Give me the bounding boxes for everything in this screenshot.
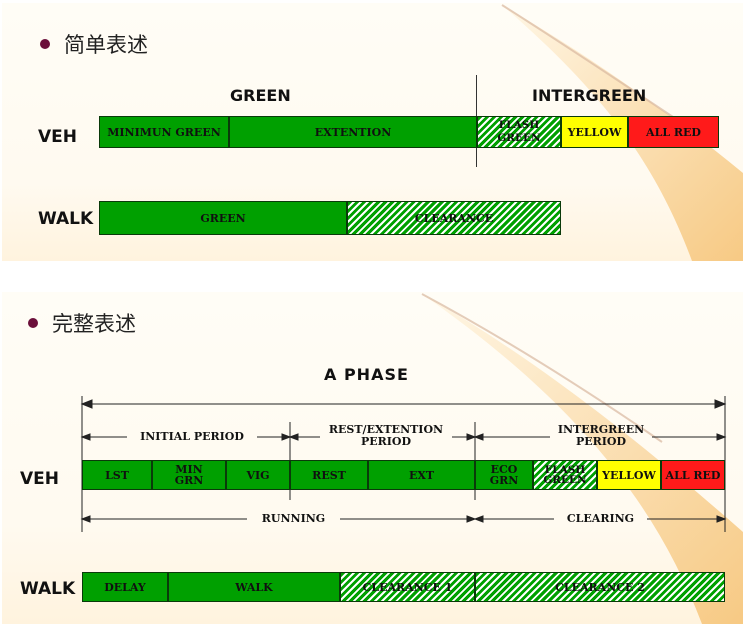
bullet-icon bbox=[40, 39, 50, 49]
lst-segment: LST bbox=[82, 460, 152, 490]
flash-green-line2: GREEN bbox=[543, 474, 587, 486]
eco-grn-line2: GRN bbox=[489, 474, 519, 487]
flash-green-segment: FLASH GREEN bbox=[533, 460, 597, 490]
simple-diagram-panel: 简单表述 GREEN INTERGREEN VEH MINIMUN GREEN … bbox=[2, 3, 743, 261]
veh-label: VEH bbox=[38, 127, 77, 147]
yellow-segment: YELLOW bbox=[561, 116, 628, 148]
min-grn-line1: MIN bbox=[175, 463, 203, 476]
intergreen-header: INTERGREEN bbox=[532, 86, 647, 105]
intergreen-period-line2: PERIOD bbox=[575, 434, 627, 448]
phase-title: A PHASE bbox=[324, 365, 409, 384]
simple-heading-text: 简单表述 bbox=[64, 33, 148, 57]
walk-green-segment: GREEN bbox=[99, 201, 347, 235]
all-red-segment: ALL RED bbox=[661, 460, 725, 490]
minimum-green-segment: MINIMUN GREEN bbox=[99, 116, 229, 148]
rest-period-line1: REST/EXTENTION bbox=[328, 423, 444, 436]
min-grn-segment: MIN GRN bbox=[152, 460, 226, 490]
panel-background-decoration bbox=[501, 4, 743, 261]
walk-clearance-label: CLEARANCE bbox=[414, 211, 494, 225]
rest-extention-period-label: REST/EXTENTION PERIOD bbox=[320, 424, 452, 447]
green-header: GREEN bbox=[230, 86, 291, 105]
walk-clearance-segment: CLEARANCE bbox=[347, 201, 561, 235]
intergreen-period-line1: INTERGREEN bbox=[557, 423, 645, 436]
clearance-2-segment: CLEARANCE 2 bbox=[475, 572, 725, 602]
full-heading: 完整表述 bbox=[28, 308, 136, 338]
flash-green-segment: FLASH GREEN bbox=[477, 116, 561, 148]
eco-grn-segment: ECO GRN bbox=[475, 460, 533, 490]
clearance-2-label: CLEARANCE 2 bbox=[555, 580, 645, 594]
full-diagram-panel: 完整表述 A PHASE INITIAL PERIOD REST/EXTENTI… bbox=[2, 292, 743, 624]
clearance-1-segment: CLEARANCE 1 bbox=[340, 572, 475, 602]
intergreen-period-label: INTERGREEN PERIOD bbox=[550, 424, 652, 447]
yellow-segment: YELLOW bbox=[597, 460, 661, 490]
simple-heading: 简单表述 bbox=[40, 29, 148, 59]
clearing-label: CLEARING bbox=[566, 512, 635, 525]
eco-grn-line1: ECO bbox=[490, 463, 518, 476]
walk-segment: WALK bbox=[168, 572, 340, 602]
initial-period-label: INITIAL PERIOD bbox=[140, 430, 244, 443]
bullet-icon bbox=[28, 318, 38, 328]
delay-segment: DELAY bbox=[82, 572, 168, 602]
rest-period-line2: PERIOD bbox=[360, 434, 412, 448]
full-heading-text: 完整表述 bbox=[52, 312, 136, 336]
clearance-1-label: CLEARANCE 1 bbox=[362, 580, 453, 594]
all-red-segment: ALL RED bbox=[628, 116, 719, 148]
veh-label: VEH bbox=[20, 469, 59, 489]
extention-segment: EXTENTION bbox=[229, 116, 477, 148]
walk-label: WALK bbox=[20, 579, 76, 599]
flash-green-label: FLASH GREEN bbox=[497, 119, 541, 144]
vig-segment: VIG bbox=[226, 460, 290, 490]
walk-label: WALK bbox=[38, 209, 94, 229]
running-label: RUNNING bbox=[261, 512, 326, 525]
rest-segment: REST bbox=[290, 460, 368, 490]
min-grn-line2: GRN bbox=[174, 474, 204, 487]
flash-green-line1: FLASH bbox=[544, 463, 586, 476]
ext-segment: EXT bbox=[368, 460, 475, 490]
